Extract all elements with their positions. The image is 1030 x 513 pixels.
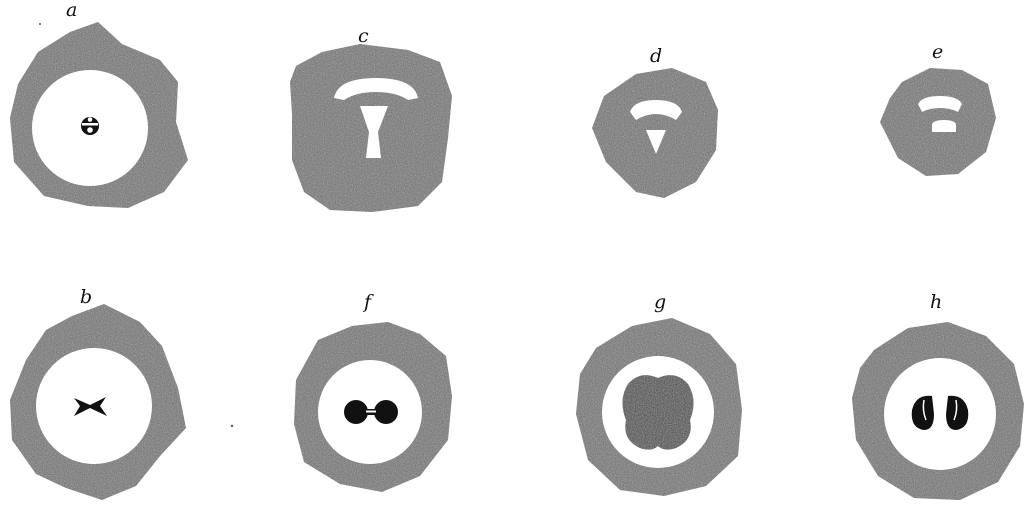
figure-h: h — [852, 291, 1024, 500]
figure-a-central-body — [81, 117, 99, 135]
figure-f-label: f — [362, 291, 374, 313]
figure-g-label: g — [654, 291, 666, 313]
figure-e-lower-cavity — [932, 120, 956, 132]
figure-f: f — [294, 291, 452, 492]
figure-d: d — [592, 45, 718, 198]
figure-g: g — [576, 291, 742, 496]
figure-a-label: a — [66, 0, 77, 21]
figure-g-bilobed-body — [622, 375, 693, 450]
figure-h-label: h — [930, 291, 942, 313]
figure-a: a — [10, 0, 188, 208]
figure-b: b — [10, 286, 186, 500]
figure-b-label: b — [80, 286, 92, 308]
figure-c-label: c — [358, 25, 369, 47]
figure-e-label: e — [932, 41, 943, 63]
figure-c: c — [290, 25, 452, 212]
figure-d-label: d — [650, 45, 662, 67]
figure-h-lumen — [884, 358, 996, 470]
figure-e: e — [880, 41, 996, 176]
